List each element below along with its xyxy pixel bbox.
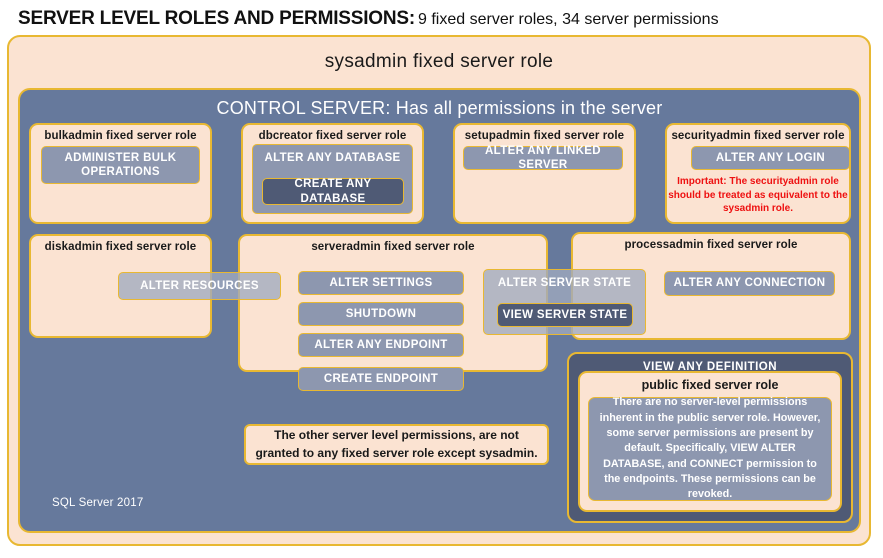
permission-alter-resources[interactable]: ALTER RESOURCES (118, 272, 281, 300)
role-title-serveradmin: serveradmin fixed server role (311, 241, 475, 253)
permission-alter-any-login[interactable]: ALTER ANY LOGIN (691, 146, 850, 170)
permission-view-server-state[interactable]: VIEW SERVER STATE (497, 303, 633, 327)
role-title-public: public fixed server role (641, 378, 779, 392)
sysadmin-role-label: sysadmin fixed server role (324, 51, 554, 72)
role-title-securityadmin: securityadmin fixed server role (671, 130, 845, 142)
role-title-dbcreator: dbcreator fixed server role (258, 130, 407, 142)
permission-alter-any-database-label: ALTER ANY DATABASE (264, 152, 401, 164)
permission-alter-any-linked-server[interactable]: ALTER ANY LINKED SERVER (463, 145, 623, 171)
other-permissions-note: The other server level permissions, are … (244, 424, 549, 465)
permission-alter-any-connection[interactable]: ALTER ANY CONNECTION (664, 271, 835, 296)
role-title-setupadmin: setupadmin fixed server role (464, 130, 625, 142)
role-title-diskadmin: diskadmin fixed server role (44, 241, 197, 253)
product-version-label: SQL Server 2017 (52, 497, 144, 509)
public-role-description: There are no server-level permissions in… (588, 396, 832, 501)
permission-alter-settings[interactable]: ALTER SETTINGS (298, 271, 464, 295)
permission-administer-bulk-operations[interactable]: ADMINISTER BULK OPERATIONS (41, 146, 200, 184)
permission-create-any-database[interactable]: CREATE ANY DATABASE (262, 178, 404, 205)
permission-alter-any-endpoint[interactable]: ALTER ANY ENDPOINT (298, 333, 464, 357)
page-title-subheading: 9 fixed server roles, 34 server permissi… (418, 11, 719, 28)
permission-shutdown[interactable]: SHUTDOWN (298, 302, 464, 326)
role-box-securityadmin[interactable]: securityadmin fixed server role (665, 123, 851, 224)
view-any-definition-label: VIEW ANY DEFINITION (642, 361, 778, 373)
role-title-bulkadmin: bulkadmin fixed server role (44, 130, 197, 142)
role-box-setupadmin[interactable]: setupadmin fixed server role (453, 123, 636, 224)
role-title-processadmin: processadmin fixed server role (624, 239, 798, 251)
permission-alter-server-state-label: ALTER SERVER STATE (497, 277, 632, 289)
permission-create-endpoint[interactable]: CREATE ENDPOINT (298, 367, 464, 391)
page-title: SERVER LEVEL ROLES AND PERMISSIONS:9 fix… (18, 8, 868, 34)
securityadmin-important-note: Important: The securityadmin role should… (668, 176, 848, 214)
control-server-label: CONTROL SERVER: Has all permissions in t… (216, 98, 663, 118)
page-title-heading: SERVER LEVEL ROLES AND PERMISSIONS: (18, 8, 416, 29)
